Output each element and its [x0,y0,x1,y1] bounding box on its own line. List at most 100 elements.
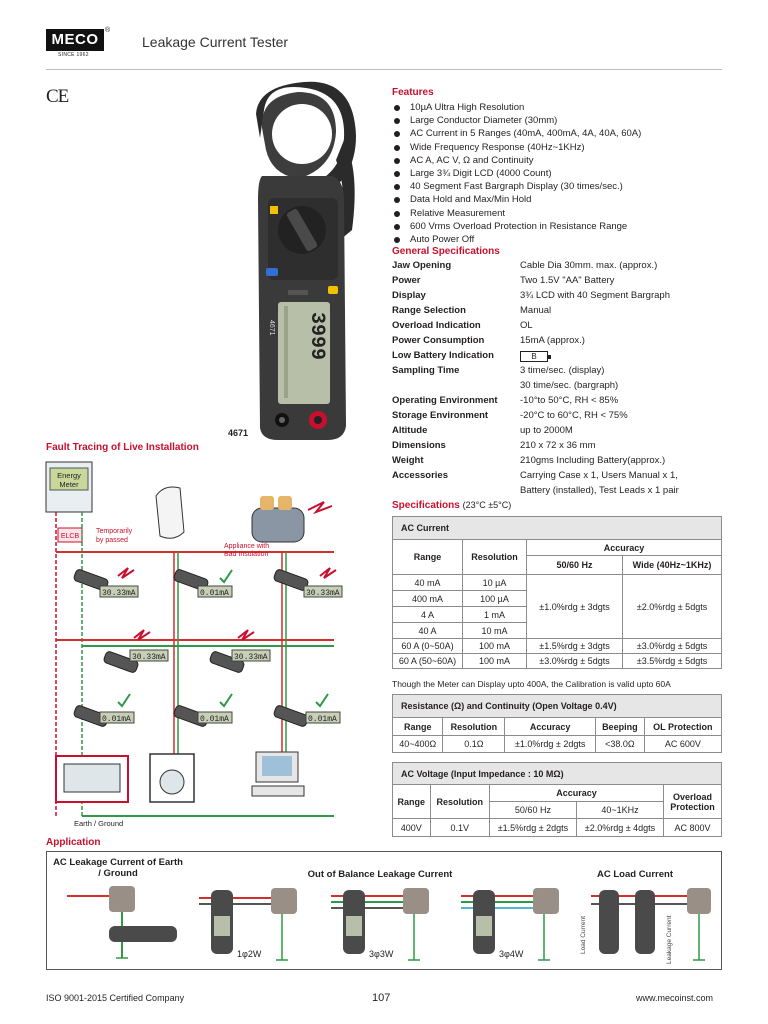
table-cell: ±3.0%rdg ± 5dgts [622,638,722,654]
table-cell: ±2.0%rdg ± 4dgts [575,818,665,837]
app-sub-3p4w: 3φ4W [499,949,524,959]
feature-item: Relative Measurement [392,207,722,220]
feature-item: AC Current in 5 Ranges (40mA, 400mA, 4A,… [392,127,722,140]
table-cell: 10 µA [462,574,527,591]
spec-row: Battery (installed), Test Leads x 1 pair [392,485,722,500]
feature-item: Wide Frequency Response (40Hz~1KHz) [392,141,722,154]
brand-logo: MECO [46,29,104,51]
clamp-meter-image: 3999 4671 [248,80,360,442]
fault-tracing-title: Fault Tracing of Live Installation [46,442,199,453]
ac-current-h-accuracy: Accuracy [526,539,722,556]
application-title: Application [46,837,101,848]
app-label-earth: AC Leakage Current of Earth / Ground [53,857,183,879]
svg-text:ELCB: ELCB [61,533,80,540]
table-cell: 40~400Ω [391,735,444,753]
svg-text:4671: 4671 [268,320,275,336]
spec-value: Two 1.5V "AA" Battery [520,275,615,286]
page-title: Leakage Current Tester [142,34,289,50]
table-cell: ±1.5%rdg ± 2dgts [488,818,577,837]
svg-text:Bad Insulation: Bad Insulation [224,551,268,558]
ac-current-h-5060: 50/60 Hz [526,555,623,575]
svg-text:Appliance with: Appliance with [224,543,269,550]
ce-mark-icon: CE [46,86,69,107]
features-title: Features [392,87,434,98]
spec-key: Display [392,290,426,301]
ac-voltage-title: AC Voltage (Input Impedance : 10 MΩ) [392,762,722,785]
calibration-note: Though the Meter can Display upto 400A, … [392,679,671,689]
table-cell: AC 800V [663,818,722,837]
table-cell: 400V [392,818,431,837]
svg-text:30.33mA: 30.33mA [102,589,136,598]
feature-item: 600 Vrms Overload Protection in Resistan… [392,220,722,233]
svg-text:30.33mA: 30.33mA [132,653,166,662]
spec-value: Carrying Case x 1, Users Manual x 1, [520,470,678,481]
spec-row: Sampling Time 3 time/sec. (display) [392,365,722,380]
table-cell: 10 mA [462,622,527,639]
feature-item: Large Conductor Diameter (30mm) [392,114,722,127]
spec-value: 3¾ LCD with 40 Segment Bargraph [520,290,670,301]
feature-item: 10µA Ultra High Resolution [392,101,722,114]
table-cell: <38.0Ω [594,735,645,753]
spec-value: Battery (installed), Test Leads x 1 pair [520,485,679,496]
spec-value: 210gms Including Battery(approx.) [520,455,666,466]
table-cell: 60 A (50~60A) [392,653,463,669]
table-cell: 100 mA [462,638,527,654]
spec-key: Overload Indication [392,320,481,331]
spec-key: Jaw Opening [392,260,452,271]
resistance-table: Resistance (Ω) and Continuity (Open Volt… [391,694,723,753]
table-cell: 40 mA [392,574,463,591]
svg-text:30.33mA: 30.33mA [234,653,268,662]
footer-iso: ISO 9001-2015 Certified Company [46,993,185,1003]
feature-item: Large 3¾ Digit LCD (4000 Count) [392,167,722,180]
specifications-heading: Specifications (23°C ±5°C) [392,500,511,511]
feature-item: AC A, AC V, Ω and Continuity [392,154,722,167]
ac-voltage-h-5060: 50/60 Hz [488,801,577,819]
svg-text:Load Current: Load Current [580,916,587,954]
spec-key: Power Consumption [392,335,485,346]
table-cell: 400 mA [392,590,463,607]
spec-value: up to 2000M [520,425,573,436]
app-sub-1p2w: 1φ2W [237,949,262,959]
fault-tracing-diagram: Energy Meter ELCB Temporarily by passed … [34,456,374,832]
footer-page-number: 107 [372,992,391,1004]
feature-item: Data Hold and Max/Min Hold [392,193,722,206]
spec-key: Power [392,275,421,286]
table-cell: ±3.5%rdg ± 5dgts [622,653,722,669]
brand-since: SINCE 1962 [58,52,89,58]
svg-text:3999: 3999 [305,312,328,360]
spec-value: B [520,350,551,362]
table-cell: 4 A [392,606,463,623]
registered-mark: ® [105,27,111,34]
spec-key: Altitude [392,425,428,436]
spec-row: 30 time/sec. (bargraph) [392,380,722,395]
specifications-title: Specifications [392,500,460,511]
battery-icon: B [520,351,551,362]
spec-value: OL [520,320,533,331]
spec-key: Low Battery Indication [392,350,494,361]
spec-key: Sampling Time [392,365,460,376]
spec-row: Storage Environment-20°C to 60°C, RH < 7… [392,410,722,425]
spec-row: Display 3¾ LCD with 40 Segment Bargraph [392,290,722,305]
spec-key: Dimensions [392,440,446,451]
application-illustrations: Load Current Leakage Current [67,886,711,964]
spec-key: Accessories [392,470,448,481]
table-cell: 100 µA [462,590,527,607]
svg-text:Meter: Meter [59,480,79,489]
spec-value: 3 time/sec. (display) [520,365,605,376]
ac-current-title: AC Current [392,516,722,540]
table-cell: ±1.5%rdg ± 3dgts [526,638,623,654]
svg-text:0.01mA: 0.01mA [308,715,337,724]
ac-voltage-h-accuracy: Accuracy [488,784,665,802]
spec-value: Manual [520,305,552,316]
table-cell: 0.1V [429,818,490,837]
app-sub-3p3w: 3φ3W [369,949,394,959]
table-cell: ±1.0%rdg ± 2dgts [504,735,596,753]
ac-current-h-wide: Wide (40Hz~1KHz) [622,555,722,575]
ac-voltage-h-overload: Overload Protection [663,784,722,819]
footer-url[interactable]: www.mecoinst.com [636,993,714,1003]
spec-key: Storage Environment [392,410,489,421]
